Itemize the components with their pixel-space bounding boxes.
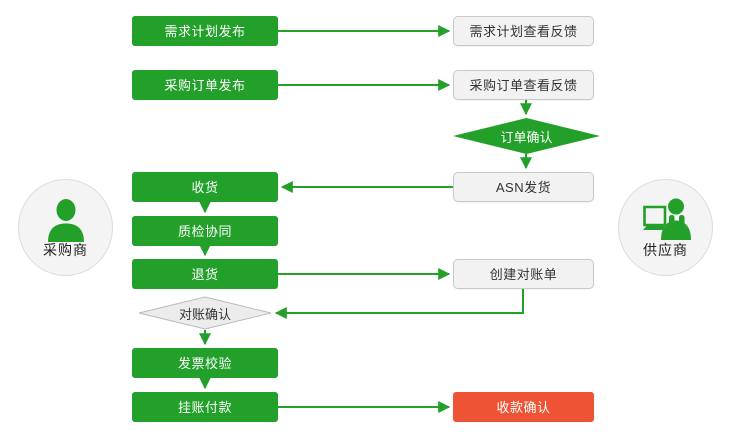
node-demand-plan-publish[interactable]: 需求计划发布 <box>132 16 278 46</box>
person-icon <box>43 198 89 242</box>
node-create-statement[interactable]: 创建对账单 <box>453 259 594 289</box>
edge-create-statement-to-statement-confirm <box>274 289 524 319</box>
node-receipt-confirm[interactable]: 收款确认 <box>453 392 594 422</box>
actor-supplier: 供应商 <box>618 179 713 276</box>
actor-buyer-label: 采购商 <box>43 242 88 258</box>
node-quality-collab[interactable]: 质检协同 <box>132 216 278 246</box>
node-pay-on-account[interactable]: 挂账付款 <box>132 392 278 422</box>
node-order-confirm[interactable]: 订单确认 <box>453 118 600 154</box>
node-statement-confirm-label: 对账确认 <box>178 306 231 322</box>
actor-buyer: 采购商 <box>18 179 113 276</box>
node-receive-goods[interactable]: 收货 <box>132 172 278 202</box>
actor-supplier-label: 供应商 <box>643 242 688 258</box>
node-asn-ship[interactable]: ASN发货 <box>453 172 594 202</box>
node-order-confirm-label: 订单确认 <box>500 129 553 145</box>
node-po-feedback[interactable]: 采购订单查看反馈 <box>453 70 594 100</box>
node-demand-plan-feedback[interactable]: 需求计划查看反馈 <box>453 16 594 46</box>
person-with-computer-icon <box>642 198 691 242</box>
diamond-shape-white <box>138 296 272 330</box>
node-statement-confirm[interactable]: 对账确认 <box>138 296 272 330</box>
node-return-goods[interactable]: 退货 <box>132 259 278 289</box>
diamond-shape-green <box>453 118 600 154</box>
node-po-publish[interactable]: 采购订单发布 <box>132 70 278 100</box>
node-invoice-verify[interactable]: 发票校验 <box>132 348 278 378</box>
